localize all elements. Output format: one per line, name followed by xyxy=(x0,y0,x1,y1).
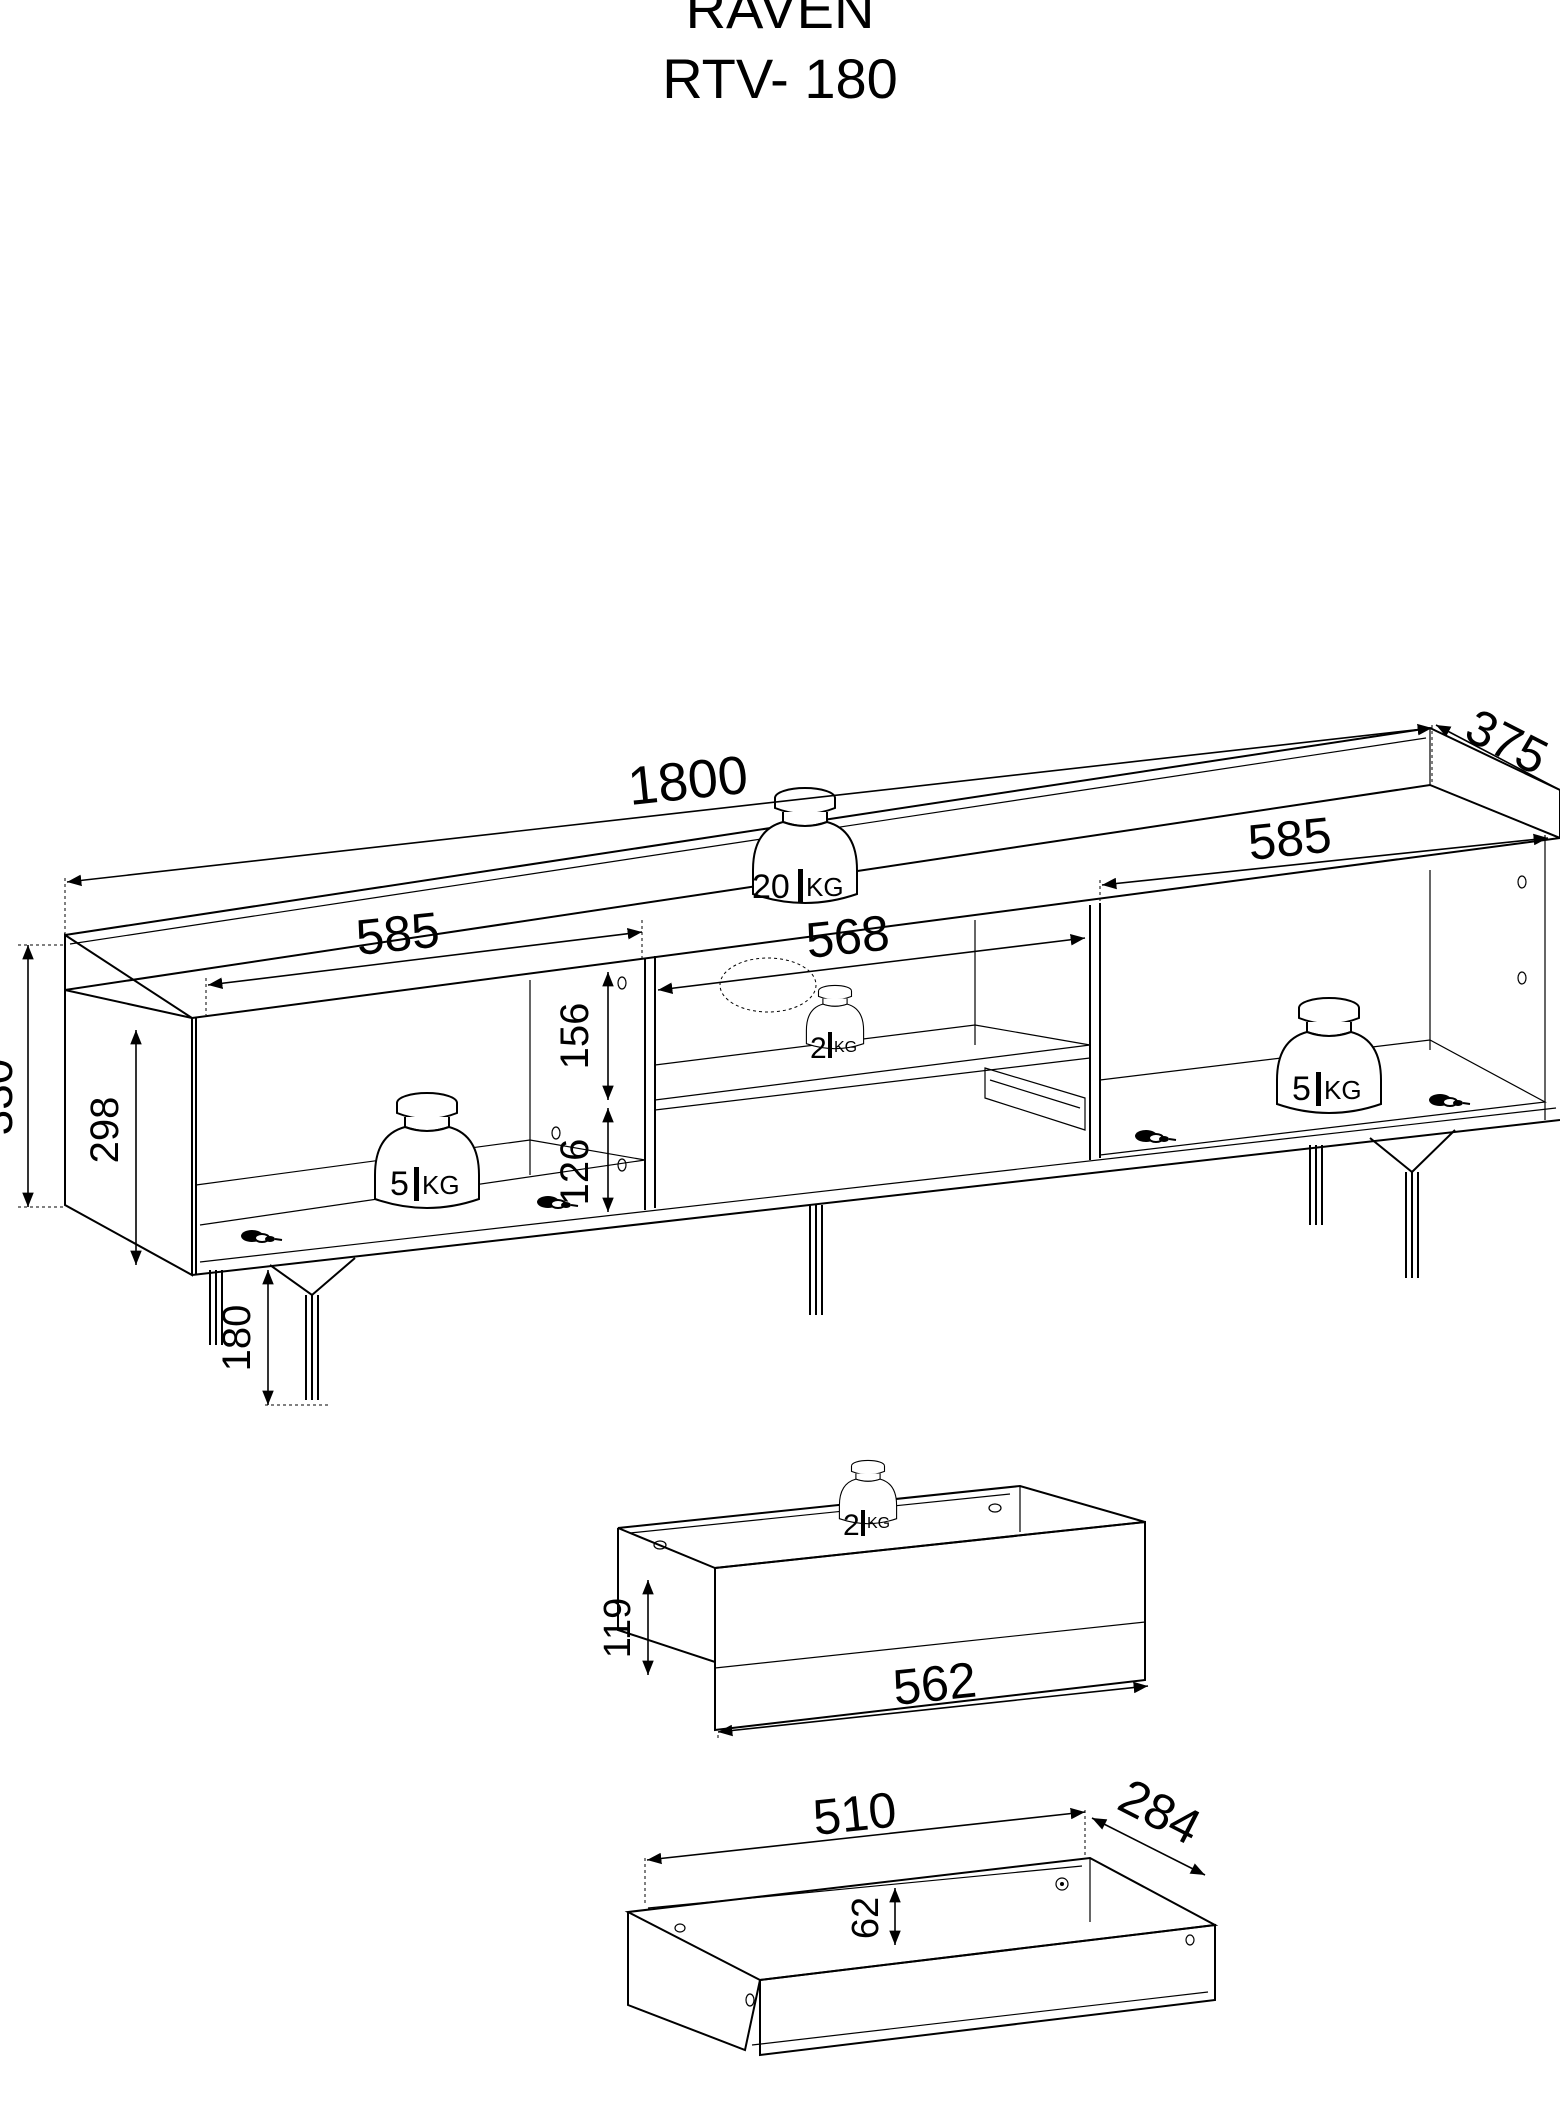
upper-opening-height-label: 156 xyxy=(553,1003,597,1070)
drawer-front-width-dim xyxy=(717,1681,1149,1737)
overall-width-dim xyxy=(66,723,1433,887)
right-load-number: 5 xyxy=(1292,1070,1311,1108)
top-load-unit: KG xyxy=(806,872,844,902)
right-shelf xyxy=(1099,1039,1547,1156)
drawer-load-unit: KG xyxy=(867,1515,890,1532)
right-compartment-width-dim xyxy=(1101,833,1549,890)
left-shelf-load-weight: 5 KG xyxy=(374,1092,480,1209)
center-load-number: 2 xyxy=(810,1032,827,1065)
drawer-slide xyxy=(984,1067,1086,1131)
overall-width-label: 1800 xyxy=(625,745,751,817)
right-compartment-width-label: 585 xyxy=(1245,807,1334,871)
leg-height-label: 180 xyxy=(215,1305,259,1372)
overall-depth-dim xyxy=(1435,724,1560,791)
fitting-icon xyxy=(240,1229,283,1243)
left-side-top-edge xyxy=(64,989,193,1019)
bottom-panel-edge xyxy=(199,1107,1557,1263)
product-model: RTV- 180 xyxy=(662,47,898,110)
drawer-box-width-label: 510 xyxy=(810,1782,899,1846)
top-panel-groove xyxy=(69,737,1427,945)
drawer-side-face xyxy=(617,1528,716,1664)
left-load-number: 5 xyxy=(390,1165,409,1203)
left-load-unit: KG xyxy=(422,1170,460,1200)
overall-height-label: 330 xyxy=(0,1059,22,1136)
center-shelf xyxy=(654,1024,1091,1101)
left-compartment-width-label: 585 xyxy=(353,902,442,966)
center-shelf-load-weight: 2 KG xyxy=(805,984,865,1065)
hole xyxy=(1185,1934,1195,1946)
fitting-icon xyxy=(1428,1093,1471,1107)
center-compartment-width-dim xyxy=(657,934,1086,994)
front-bottom-edge xyxy=(191,1119,1560,1276)
right-shelf-load-weight: 5 KG xyxy=(1276,997,1382,1114)
drawer-front-face xyxy=(714,1520,1146,1732)
hole xyxy=(551,1126,561,1140)
drawer-box-width-dim xyxy=(646,1807,1086,1865)
lower-opening-height-label: 126 xyxy=(553,1139,597,1206)
hole xyxy=(988,1503,1002,1513)
cable-hole xyxy=(719,957,817,1013)
drawer-box-height-label: 62 xyxy=(845,1897,887,1939)
hole xyxy=(653,1540,667,1550)
fitting-icon xyxy=(1134,1129,1177,1143)
drawer-box-bottom-edge xyxy=(751,1991,1209,2046)
title-block: RAVEN RTV- 180 xyxy=(0,0,1560,114)
center-shelf-front xyxy=(654,1057,1091,1111)
hole xyxy=(1055,1877,1069,1891)
hole xyxy=(617,976,627,990)
hole xyxy=(1517,971,1527,985)
left-compartment-width-dim xyxy=(207,928,643,989)
tv-cabinet: 20 KG 2 KG 5 KG 5 KG 1800 375 xyxy=(0,698,1560,1406)
drawer-box-left-side xyxy=(627,1912,761,2052)
hole xyxy=(674,1923,686,1933)
drawer-front-assembly: 2 KG 119 562 xyxy=(597,1459,1149,1738)
cabinet-legs xyxy=(209,1129,1456,1400)
drawer-front-width-label: 562 xyxy=(890,1652,979,1716)
center-compartment-width-label: 568 xyxy=(803,905,892,969)
overall-depth-label: 375 xyxy=(1457,698,1557,786)
right-load-unit: KG xyxy=(1324,1075,1362,1105)
drawer-box-front xyxy=(759,1923,1216,2057)
drawer-box-depth-dim xyxy=(1091,1817,1206,1876)
drawer-load-weight: 2 KG xyxy=(838,1459,898,1542)
top-load-weight: 20 KG xyxy=(752,787,858,906)
top-load-number: 20 xyxy=(752,868,790,906)
drawer-box-top xyxy=(624,1856,1219,1982)
drawer-inner-edge xyxy=(629,1493,1011,1534)
product-name: RAVEN xyxy=(685,0,875,40)
drawer-load-number: 2 xyxy=(843,1509,860,1542)
hole xyxy=(1517,875,1527,889)
drawer-slide-rail xyxy=(989,1079,1081,1109)
hole xyxy=(617,1158,627,1172)
drawer-box-depth-label: 284 xyxy=(1110,1768,1210,1856)
drawer-front-height-label: 119 xyxy=(597,1598,639,1659)
inner-height-label: 298 xyxy=(83,1097,127,1164)
drawer-front-groove xyxy=(714,1621,1146,1669)
drawer-box-assembly: 510 284 62 xyxy=(624,1768,1219,2057)
drawer-box-inner-edge xyxy=(647,1865,1083,1909)
hole xyxy=(745,1993,755,2007)
center-load-unit: KG xyxy=(834,1039,857,1056)
